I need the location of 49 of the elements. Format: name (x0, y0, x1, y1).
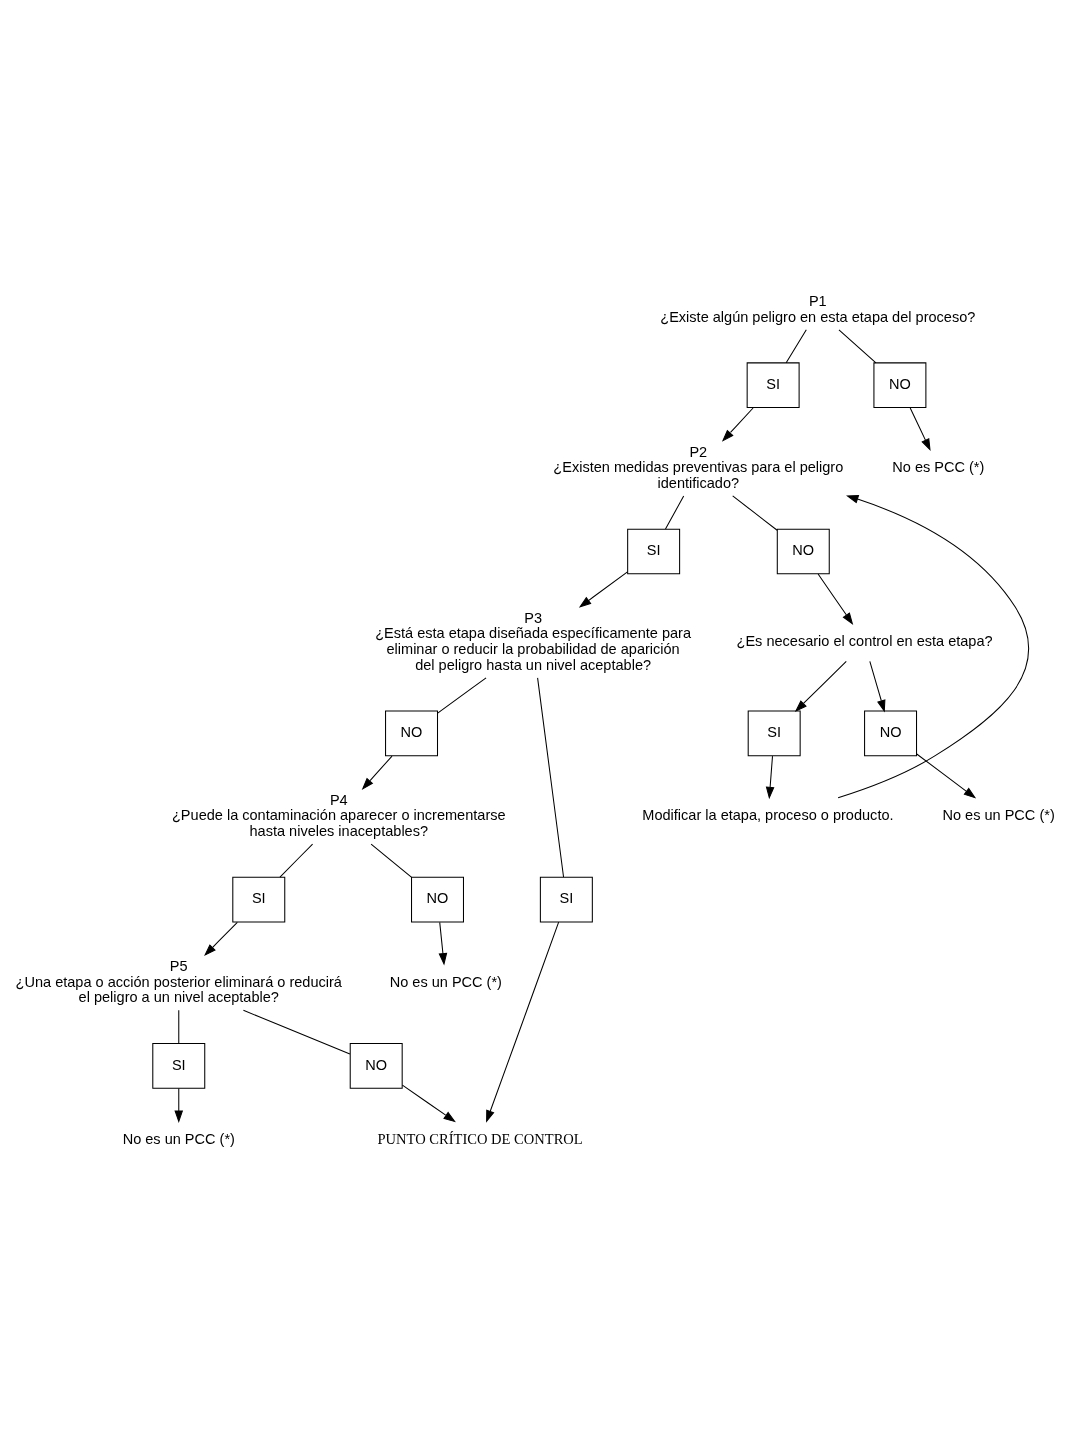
arrow (401, 1084, 456, 1123)
arrow (438, 921, 448, 966)
node-text: P4 ¿Puede la contaminación aparecer o incrementarse hasta niveles inaceptables? (171, 791, 506, 839)
connector (370, 843, 412, 878)
node-box: NO (411, 876, 464, 923)
arrow (765, 755, 775, 800)
node-box: SI (627, 528, 681, 575)
node-text: PUNTO CRÍTICO DE CONTROL (377, 1130, 583, 1147)
arrow (721, 407, 754, 442)
node-box: SI (746, 362, 800, 409)
arrow (909, 407, 931, 452)
node-text: P1 ¿Existe algún peligro en esta etapa del proceso? (660, 292, 976, 325)
arrow (204, 921, 238, 957)
node-text: No es PCC (*) (892, 459, 985, 476)
arrow (174, 1088, 184, 1123)
arrow (794, 660, 847, 712)
node-box: NO (776, 528, 830, 575)
connector (279, 843, 314, 878)
node-text: No es un PCC (*) (122, 1130, 235, 1147)
node-text: P5 ¿Una etapa o acción posterior eliminará o reducirá el peligro a un nivel aceptable? (15, 957, 342, 1006)
arrow (869, 660, 886, 713)
connector (242, 1009, 351, 1055)
connector (664, 495, 685, 530)
node-box: NO (864, 710, 918, 757)
connector (178, 1009, 180, 1044)
connector (838, 329, 877, 364)
arrow (916, 753, 977, 799)
node-text: No es un PCC (*) (942, 807, 1055, 824)
connector (785, 329, 807, 364)
node-text: Modificar la etapa, proceso o producto. (642, 807, 894, 824)
node-text: P3 ¿Está esta etapa diseñada específicamente para eliminar o reducir la probabilidad de aparición del peligro hasta un nivel aceptable? (375, 609, 692, 673)
arrow (837, 495, 1030, 799)
connector (437, 677, 487, 714)
node-box: SI (747, 710, 801, 757)
node-text: No es un PCC (*) (389, 973, 502, 990)
arrow (361, 755, 393, 790)
connector (732, 495, 778, 531)
connector (537, 677, 565, 878)
arrow (486, 921, 560, 1123)
node-box: SI (152, 1043, 206, 1089)
arrow (578, 571, 628, 608)
node-box: SI (539, 876, 593, 923)
node-text: ¿Es necesario el control en esta etapa? (736, 633, 993, 650)
arrow (817, 573, 854, 625)
node-text: P2 ¿Existen medidas preventivas para el peligro identificado? (553, 443, 844, 491)
node-box: SI (232, 876, 286, 923)
node-box: NO (385, 710, 439, 757)
node-box: NO (349, 1043, 403, 1089)
node-box: NO (873, 362, 927, 409)
